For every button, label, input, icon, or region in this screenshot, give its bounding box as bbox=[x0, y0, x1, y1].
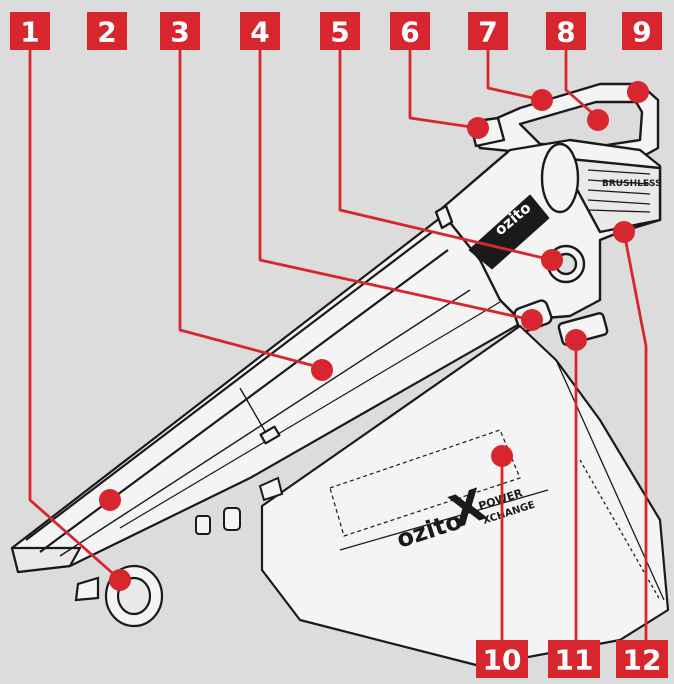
callout-5: 5 bbox=[320, 12, 360, 50]
callout-2: 2 bbox=[87, 12, 127, 50]
callout-7: 7 bbox=[468, 12, 508, 50]
marker-8 bbox=[587, 109, 609, 131]
callout-10: 10 bbox=[476, 640, 528, 678]
marker-7 bbox=[531, 89, 553, 111]
callout-3-label: 3 bbox=[170, 16, 189, 49]
leader-5 bbox=[338, 50, 553, 262]
callout-1-label: 1 bbox=[20, 16, 39, 49]
callout-4-label: 4 bbox=[250, 16, 269, 49]
callout-9: 9 bbox=[622, 12, 662, 50]
part-markers bbox=[99, 81, 649, 591]
marker-9 bbox=[627, 81, 649, 103]
callout-7-label: 7 bbox=[478, 16, 497, 49]
motor-label-text: BRUSHLESS bbox=[602, 179, 662, 189]
leader-3 bbox=[178, 50, 323, 370]
callout-1: 1 bbox=[10, 12, 50, 50]
marker-6 bbox=[467, 117, 489, 139]
marker-2 bbox=[99, 489, 121, 511]
callout-12-label: 12 bbox=[623, 644, 662, 677]
marker-10 bbox=[491, 445, 513, 467]
callout-10-label: 10 bbox=[483, 644, 522, 677]
callout-11-label: 11 bbox=[555, 644, 594, 677]
marker-11 bbox=[565, 329, 587, 351]
main-housing bbox=[434, 82, 662, 346]
leader-1 bbox=[28, 50, 119, 580]
marker-5 bbox=[541, 249, 563, 271]
callout-5-label: 5 bbox=[330, 16, 349, 49]
callout-6: 6 bbox=[390, 12, 430, 50]
leader-4 bbox=[258, 50, 533, 322]
marker-4 bbox=[521, 309, 543, 331]
marker-3 bbox=[311, 359, 333, 381]
marker-12 bbox=[613, 221, 635, 243]
leader-6 bbox=[408, 50, 479, 130]
callout-12: 12 bbox=[616, 640, 668, 678]
callout-8-label: 8 bbox=[556, 16, 575, 49]
leader-7 bbox=[486, 50, 543, 102]
marker-1 bbox=[109, 569, 131, 591]
strap-clips bbox=[195, 476, 284, 535]
leader-8 bbox=[564, 50, 599, 120]
callout-11: 11 bbox=[548, 640, 600, 678]
leader-12 bbox=[622, 231, 648, 642]
callout-2-label: 2 bbox=[97, 16, 116, 49]
callout-8: 8 bbox=[546, 12, 586, 50]
callout-9-label: 9 bbox=[632, 16, 651, 49]
callout-3: 3 bbox=[160, 12, 200, 50]
callout-4: 4 bbox=[240, 12, 280, 50]
leader-lines bbox=[28, 50, 648, 642]
callout-badges: 1 2 3 4 5 6 7 8 bbox=[10, 12, 668, 678]
callout-6-label: 6 bbox=[400, 16, 419, 49]
